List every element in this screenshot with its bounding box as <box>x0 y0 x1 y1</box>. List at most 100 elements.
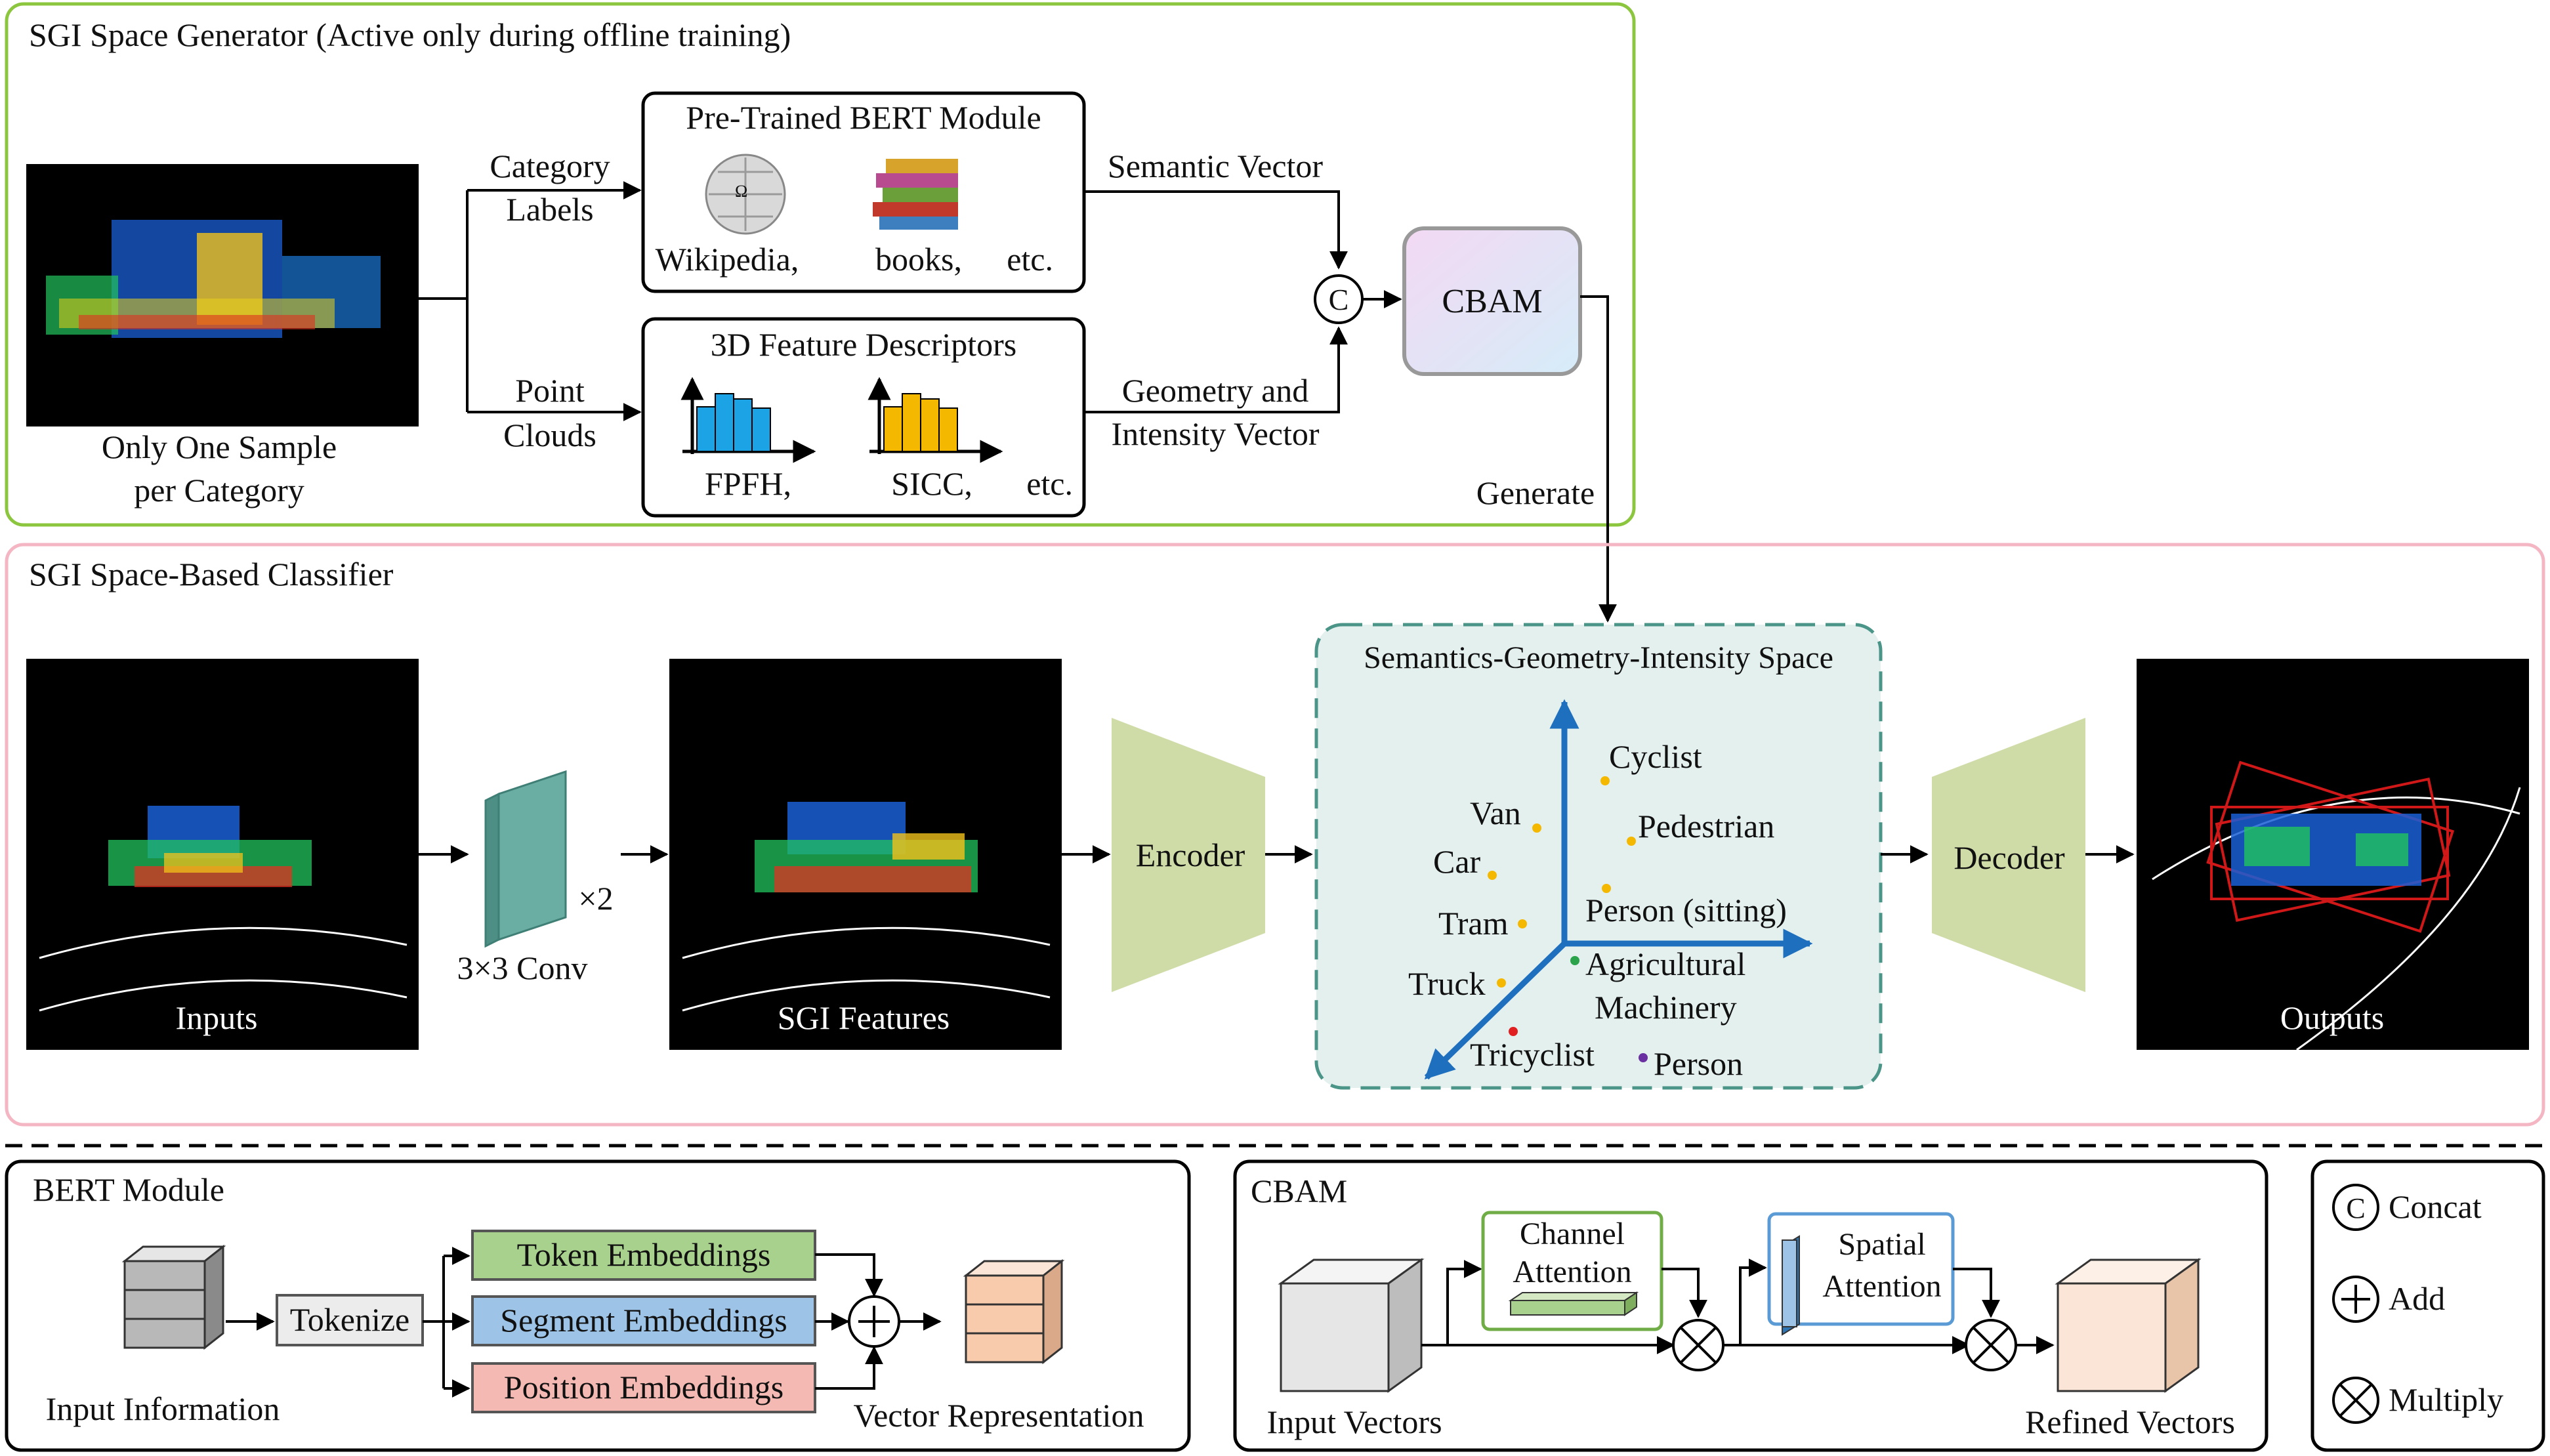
cbam-block <box>1402 226 1582 376</box>
sample-point-cloud-image <box>26 164 419 426</box>
point-tricyclist <box>1509 1027 1518 1036</box>
spatial-attention-slab-icon <box>1782 1235 1800 1336</box>
segment-embeddings-box <box>471 1295 816 1346</box>
tokenize-label: Tokenize <box>290 1301 410 1338</box>
position-to-add-arrow <box>815 1346 883 1390</box>
legend-add-label: Add <box>2389 1280 2445 1317</box>
sgi-features-label: SGI Features <box>778 999 950 1036</box>
legend-concat-label: Concat <box>2389 1188 2482 1225</box>
generate-arrow <box>1580 295 1617 623</box>
bert-box-title: Pre-Trained BERT Module <box>686 99 1041 136</box>
inputs-image <box>26 659 419 1050</box>
point-agricultural-machinery <box>1570 956 1579 965</box>
input-to-channel-arrow <box>1446 1260 1482 1345</box>
position-embeddings-label: Position Embeddings <box>504 1369 784 1405</box>
generate-label: Generate <box>1476 474 1595 511</box>
point-person-sitting <box>1602 884 1611 893</box>
books-stack-icon <box>873 159 958 230</box>
conv-times-two: ×2 <box>578 880 613 917</box>
sgi-space-title: Semantics-Geometry-Intensity Space <box>1364 640 1833 675</box>
legend-concat-icon <box>2332 1184 2379 1231</box>
encoder-label: Encoder <box>1136 837 1245 873</box>
concat-operator-symbol: C <box>1329 283 1349 316</box>
spatial-to-multiply2-arrow <box>1953 1268 2000 1318</box>
point-clouds-line1: Point <box>515 372 585 409</box>
classifier-title: SGI Space-Based Classifier <box>29 556 394 593</box>
legend-border <box>2310 1159 2545 1452</box>
token-embeddings-box <box>471 1230 816 1281</box>
channel-to-multiply1-arrow <box>1662 1268 1707 1318</box>
outputs-label: Outputs <box>2280 999 2384 1036</box>
refined-vectors-label: Refined Vectors <box>2025 1404 2235 1440</box>
fpfh-label: FPFH, <box>705 465 791 502</box>
sample-caption-line1: Only One Sample <box>102 428 337 465</box>
label-tricyclist: Tricyclist <box>1470 1036 1595 1073</box>
legend-panel: C Concat Add Multiply <box>2310 1159 2545 1452</box>
bert-module-title: BERT Module <box>33 1171 224 1208</box>
cbam-module-title: CBAM <box>1251 1173 1347 1209</box>
sicc-histogram-icon <box>867 377 1003 463</box>
encoder-block <box>1112 718 1265 992</box>
refined-vectors-cube-icon <box>2055 1258 2202 1393</box>
sgi-classifier-panel: SGI Space-Based Classifier Inputs ×2 3×3… <box>5 543 2545 1127</box>
svg-text:Ω: Ω <box>735 182 747 201</box>
books-label: books, <box>875 241 962 278</box>
inputs-label: Inputs <box>176 999 258 1036</box>
add-operator-icon <box>848 1295 900 1348</box>
point-van <box>1532 823 1541 833</box>
generator-border <box>5 2 1636 527</box>
point-pedestrian <box>1627 837 1636 846</box>
sicc-label: SICC, <box>891 465 972 502</box>
point-tram <box>1518 919 1527 928</box>
sgi-space-box <box>1314 623 1883 1090</box>
label-pedestrian: Pedestrian <box>1638 808 1774 844</box>
geometry-vector-line2: Intensity Vector <box>1111 415 1319 452</box>
conv-label: 3×3 Conv <box>457 949 587 986</box>
category-labels-line1: Category <box>490 148 610 184</box>
wikipedia-label: Wikipedia, <box>656 241 799 278</box>
input-information-stack-icon <box>121 1244 226 1350</box>
descriptors-etc-label: etc. <box>1026 465 1073 502</box>
cbam-block-label: CBAM <box>1442 283 1542 320</box>
label-tram: Tram <box>1438 905 1509 942</box>
multiply-operator-2-icon <box>1965 1319 2017 1371</box>
semantic-vector-arrow <box>1084 190 1348 270</box>
decoder-block <box>1932 718 2085 992</box>
bert-module-border <box>5 1159 1191 1452</box>
channel-attention-line1: Channel <box>1520 1217 1625 1251</box>
geometry-vector-arrow <box>1084 326 1348 413</box>
label-person-sitting: Person (sitting) <box>1585 892 1787 928</box>
tokenize-box <box>276 1294 424 1346</box>
decoder-label: Decoder <box>1954 839 2065 876</box>
label-agricultural: Agricultural <box>1585 946 1745 982</box>
descriptors-box-title: 3D Feature Descriptors <box>711 326 1017 363</box>
wikipedia-globe-icon: Ω <box>705 154 786 235</box>
multiply1-to-spatial-arrow <box>1739 1258 1767 1345</box>
geometry-vector-line1: Geometry and <box>1122 372 1309 409</box>
channel-attention-line2: Attention <box>1513 1255 1631 1289</box>
vector-representation-label: Vector Representation <box>854 1397 1144 1434</box>
channel-attention-bar-icon <box>1508 1291 1639 1316</box>
label-machinery: Machinery <box>1595 989 1737 1026</box>
category-labels-line2: Labels <box>506 191 593 228</box>
legend-add-icon <box>2332 1276 2379 1323</box>
legend-multiply-label: Multiply <box>2389 1381 2503 1418</box>
class-points: Cyclist Van Pedestrian Car Person (sitti… <box>1408 738 1787 1082</box>
input-vectors-label: Input Vectors <box>1266 1404 1442 1440</box>
spatial-attention-line1: Spatial <box>1838 1227 1925 1262</box>
feature-descriptors-box <box>641 317 1086 518</box>
label-truck: Truck <box>1408 965 1486 1002</box>
fpfh-histogram-icon <box>680 377 816 463</box>
token-embeddings-label: Token Embeddings <box>517 1236 771 1273</box>
point-truck <box>1497 978 1506 988</box>
classifier-border <box>5 543 2545 1127</box>
multiply-operator-1-icon <box>1672 1319 1724 1371</box>
outputs-image <box>2137 659 2529 1051</box>
position-embeddings-box <box>471 1362 816 1413</box>
spatial-attention-line2: Attention <box>1822 1269 1941 1304</box>
segment-embeddings-label: Segment Embeddings <box>500 1302 787 1339</box>
point-car <box>1488 871 1497 880</box>
bert-etc-label: etc. <box>1007 241 1053 278</box>
vector-representation-stack-icon <box>963 1258 1065 1365</box>
